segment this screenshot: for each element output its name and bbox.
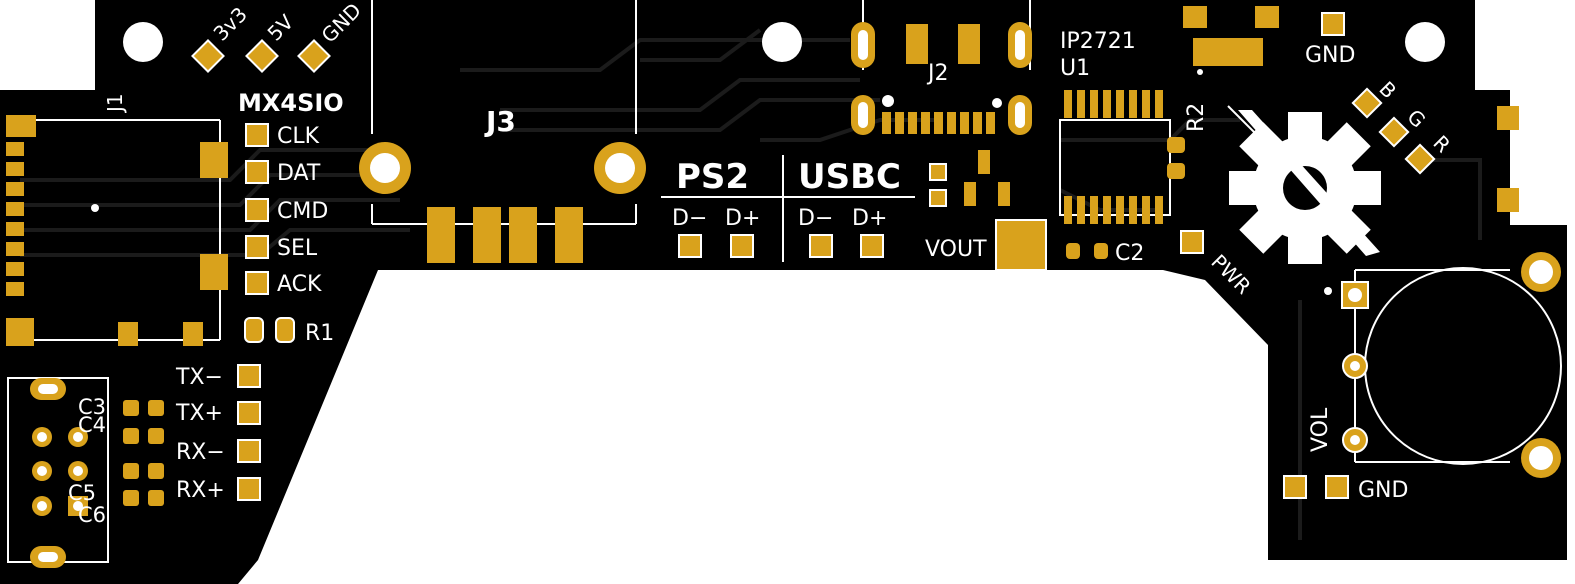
- pad-rxm: [237, 439, 261, 463]
- gnd-bottom: GND: [1283, 475, 1408, 503]
- bottom-left-connector: C3 C4 C5 C6: [30, 378, 106, 568]
- mx4sio-block: MX4SIO CLK DAT CMD SEL ACK: [238, 89, 344, 297]
- j2-ref: J2: [926, 61, 949, 86]
- pad-gnd: [297, 39, 331, 73]
- pad-sel: [245, 235, 269, 259]
- pad-usbc-dminus: [809, 234, 833, 258]
- gear-logo-icon: [1229, 110, 1381, 264]
- j1-ref: J1: [103, 93, 127, 114]
- pad-led-b: [1351, 87, 1383, 119]
- c5-ref: C5: [68, 481, 96, 505]
- txm-label: TX−: [175, 365, 223, 390]
- j1-connector: J1: [6, 93, 228, 346]
- label-clk: CLK: [277, 124, 320, 149]
- vout-components: VOUT: [925, 150, 1047, 271]
- c6-ref: C6: [78, 503, 106, 527]
- r1-ref: R1: [305, 321, 334, 346]
- serial-pins: TX− TX+ RX− RX+: [175, 364, 261, 503]
- pad-clk: [245, 123, 269, 147]
- mx4sio-title: MX4SIO: [238, 89, 344, 117]
- label-ack: ACK: [277, 272, 322, 297]
- usbc-dminus-label: D−: [798, 206, 833, 231]
- j3-connector: J3: [359, 105, 646, 263]
- pad-pwr: [1180, 230, 1204, 254]
- pad-ps2-dminus: [678, 234, 702, 258]
- j2-usbc-connector: J2: [851, 22, 1032, 135]
- led1: LED1: [1497, 106, 1564, 212]
- ps2-title: PS2: [676, 157, 749, 197]
- ps2-dplus-label: D+: [725, 206, 760, 231]
- label-dat: DAT: [277, 161, 321, 186]
- mounting-hole: [762, 22, 802, 62]
- c2-capacitor: C2: [1066, 241, 1144, 266]
- pad-rxp: [237, 477, 261, 501]
- pad-5v: [245, 39, 279, 73]
- j3-ref: J3: [484, 105, 516, 138]
- pad-led-r: [1404, 143, 1436, 175]
- volume-control: VOL: [1308, 252, 1561, 478]
- pad-ack: [245, 271, 269, 295]
- pad-gnd-top: [1321, 12, 1345, 36]
- pad-vol-1: [1341, 281, 1369, 309]
- u1-part: IP2721: [1060, 29, 1136, 54]
- rxp-label: RX+: [176, 478, 225, 503]
- caps-pads: [123, 400, 164, 506]
- mounting-hole: [1405, 22, 1445, 62]
- pad-txm: [237, 364, 261, 388]
- pad-txp: [237, 401, 261, 425]
- pad-gnd-bottom-2: [1325, 475, 1349, 499]
- pad-ps2-dplus: [730, 234, 754, 258]
- pad-cmd: [245, 198, 269, 222]
- c4-ref: C4: [78, 413, 106, 437]
- ps2-dminus-label: D−: [672, 206, 707, 231]
- txp-label: TX+: [175, 401, 223, 426]
- pcb-traces: [20, 28, 1482, 540]
- label-sel: SEL: [277, 236, 318, 261]
- mounting-hole: [123, 22, 163, 62]
- u1-ref: U1: [1060, 56, 1090, 81]
- pad-usbc-dplus: [860, 234, 884, 258]
- c3-ref: C3: [78, 395, 106, 419]
- vol-label: VOL: [1308, 407, 1333, 452]
- led1-ref: LED1: [1536, 109, 1564, 177]
- gnd-bottom-label: GND: [1358, 478, 1408, 503]
- usbc-title: USBC: [798, 157, 901, 197]
- top-right-switch: GND: [1183, 6, 1355, 75]
- r2-resistor: R2: [1167, 103, 1209, 179]
- pad-led-g: [1378, 116, 1410, 148]
- label-cmd: CMD: [277, 199, 328, 224]
- u1-ip2721: IP2721 U1: [1060, 29, 1163, 224]
- r2-ref: R2: [1184, 103, 1209, 132]
- mounting-holes: [123, 22, 1445, 62]
- pad-vout: [995, 219, 1047, 271]
- pad-3v3: [191, 39, 225, 73]
- pad-gnd-bottom-1: [1283, 475, 1307, 499]
- data-lines: PS2 USBC D− D+ D− D+: [672, 157, 901, 258]
- usbc-dplus-label: D+: [852, 206, 887, 231]
- r1-resistor: R1: [244, 317, 334, 346]
- c2-ref: C2: [1115, 241, 1144, 266]
- rxm-label: RX−: [176, 440, 225, 465]
- vout-label: VOUT: [925, 237, 987, 262]
- pad-dat: [245, 160, 269, 184]
- gnd-top-label: GND: [1305, 43, 1355, 68]
